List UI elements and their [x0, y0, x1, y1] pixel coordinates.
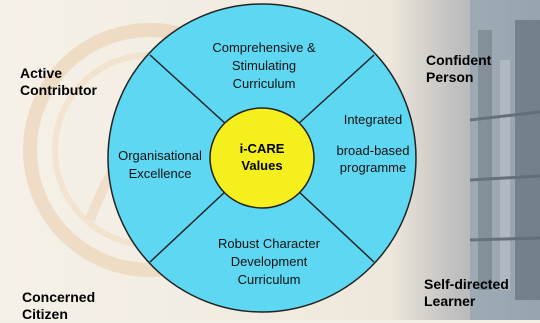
- quadrant-right-line3: programme: [340, 160, 406, 175]
- center-title-line2: Values: [241, 158, 282, 173]
- quadrant-bottom: Robust Character Development Curriculum: [218, 236, 321, 287]
- outcome-top-right: Confident Person: [426, 52, 491, 86]
- building-photo: [469, 0, 540, 320]
- quadrant-left-line2: Excellence: [129, 166, 192, 181]
- divider-top-left: [149, 54, 228, 126]
- outcome-bottom-right-line1: Self-directed: [424, 276, 509, 292]
- quadrant-right-line2: broad-based: [337, 143, 410, 158]
- outcome-top-right-line1: Confident: [426, 52, 492, 68]
- center-title-line1: i-CARE: [240, 141, 285, 156]
- quadrant-bottom-line1: Robust Character: [218, 236, 321, 251]
- outcome-top-left-line2: Contributor: [20, 82, 97, 98]
- quadrant-top-line2: Stimulating: [232, 58, 296, 73]
- divider-top-right: [296, 54, 375, 126]
- quadrant-dividers: [149, 54, 375, 263]
- quadrant-right-line1: Integrated: [344, 112, 403, 127]
- outcome-bottom-left-line1: Concerned: [22, 289, 96, 305]
- divider-bottom-left: [149, 189, 228, 263]
- quadrant-right: Integrated broad-based programme: [337, 112, 410, 175]
- outcome-top-left: Active Contributor: [20, 65, 97, 99]
- outcome-bottom-left-line2: Citizen: [22, 306, 68, 322]
- inner-circle: [209, 107, 315, 209]
- quadrant-left-line1: Organisational: [118, 148, 202, 163]
- quadrant-bottom-line2: Development: [231, 254, 308, 269]
- quadrant-top: Comprehensive & Stimulating Curriculum: [212, 40, 316, 91]
- quadrant-bottom-line3: Curriculum: [238, 272, 301, 287]
- quadrant-top-line1: Comprehensive &: [212, 40, 316, 55]
- outcome-bottom-right-line2: Learner: [424, 293, 476, 309]
- quadrant-top-line3: Curriculum: [233, 76, 296, 91]
- outcome-top-left-line1: Active: [20, 65, 63, 81]
- outcome-bottom-left: Concerned Citizen: [22, 289, 95, 323]
- divider-bottom-right: [296, 189, 375, 263]
- quadrant-left: Organisational Excellence: [118, 148, 202, 181]
- outcome-bottom-right: Self-directed Learner: [424, 276, 509, 310]
- outcome-top-right-line2: Person: [426, 69, 474, 85]
